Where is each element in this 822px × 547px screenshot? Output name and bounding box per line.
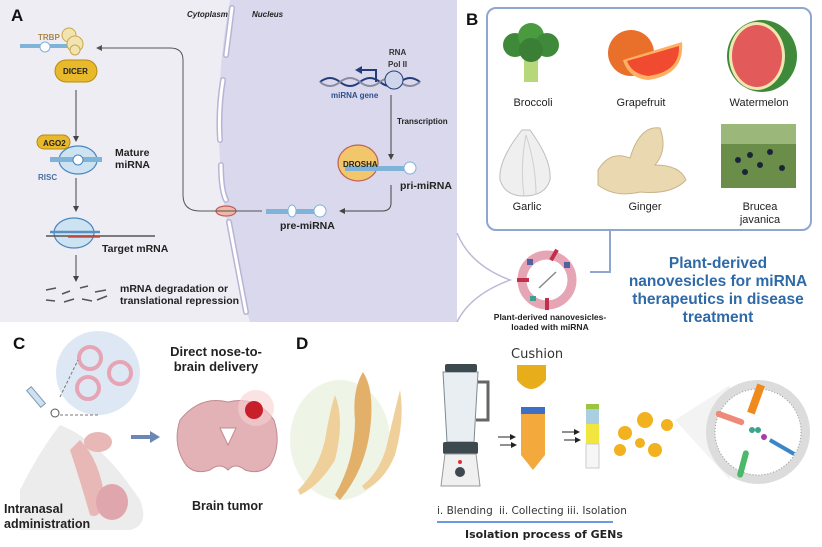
gen-vesicle-icon — [706, 380, 810, 484]
panel-a: A Cytoplasm Nucleus TRBP DICER AGO2 RISC… — [0, 0, 457, 322]
panel-b-letter: B — [466, 10, 479, 29]
review-title: Plant-derived nanovesicles for miRNA the… — [628, 255, 808, 326]
step-blending: i. Blending — [437, 505, 493, 517]
process-title: Isolation process of GENs — [465, 528, 623, 541]
gen-particles — [614, 412, 673, 457]
target-mrna-label: Target mRNA — [102, 243, 169, 255]
pipette-icon — [25, 385, 60, 418]
mirna-gene-label: miRNA gene — [331, 91, 379, 100]
intranasal-label: Intranasal administration — [4, 502, 91, 531]
drosha-label: DROSHA — [343, 160, 378, 169]
drosha-shape — [337, 144, 379, 182]
cushion-icon — [517, 365, 546, 389]
transcription-label: Transcription — [397, 117, 448, 126]
dicer-shape — [54, 59, 98, 83]
panel-d-letter: D — [296, 334, 309, 353]
mrna-fragments — [45, 285, 108, 303]
degradation-label: mRNA degradation or translational repres… — [120, 283, 240, 307]
panel-a-graphics — [20, 0, 457, 322]
nose-to-brain-label: Direct nose-to- brain delivery — [170, 344, 262, 374]
dicer-label: DICER — [63, 67, 88, 76]
nucleus-label: Nucleus — [252, 10, 284, 19]
rna-pol-ii-label: RNA Pol II — [388, 48, 408, 69]
plant-sources-box — [486, 7, 812, 231]
food-label-broccoli: Broccoli — [513, 97, 553, 109]
food-label-watermelon: Watermelon — [729, 97, 789, 109]
cytoplasm-label: Cytoplasm — [187, 10, 228, 19]
risc-label: RISC — [38, 173, 58, 182]
blender-icon — [440, 364, 490, 487]
ago2-shape — [36, 134, 71, 150]
ago2-label: AGO2 — [43, 139, 66, 148]
trbp-label: TRBP — [38, 33, 60, 42]
isolation-tube-icon — [585, 404, 600, 469]
step-collecting: ii. Collecting — [499, 505, 564, 517]
nanovesicle-icon — [517, 248, 577, 310]
food-label-grapefruit: Grapefruit — [616, 97, 666, 109]
cushion-label: Cushion — [511, 347, 564, 362]
arrow-icon — [131, 431, 160, 443]
brain-icon — [176, 390, 278, 473]
panel-c-letter: C — [13, 334, 26, 353]
food-label-garlic: Garlic — [512, 201, 542, 213]
centrifuge-tube-icon — [521, 407, 545, 470]
export-arrow — [100, 47, 262, 212]
vesicle-zoom-circle — [56, 331, 140, 415]
step-isolation: iii. Isolation — [567, 505, 627, 517]
nanovesicle-label: Plant-derived nanovesicles- loaded with … — [493, 312, 607, 332]
panel-a-letter: A — [11, 6, 24, 25]
ginseng-icon — [290, 372, 402, 500]
food-label-ginger: Ginger — [628, 201, 662, 213]
pri-mirna-label: pri-miRNA — [400, 180, 452, 192]
food-label-brucea-javanica: Brucea javanica — [739, 201, 781, 226]
mature-mirna-label: Mature miRNA — [115, 147, 151, 171]
pre-mirna-label: pre-miRNA — [280, 220, 335, 232]
brain-tumor-label: Brain tumor — [192, 499, 263, 513]
